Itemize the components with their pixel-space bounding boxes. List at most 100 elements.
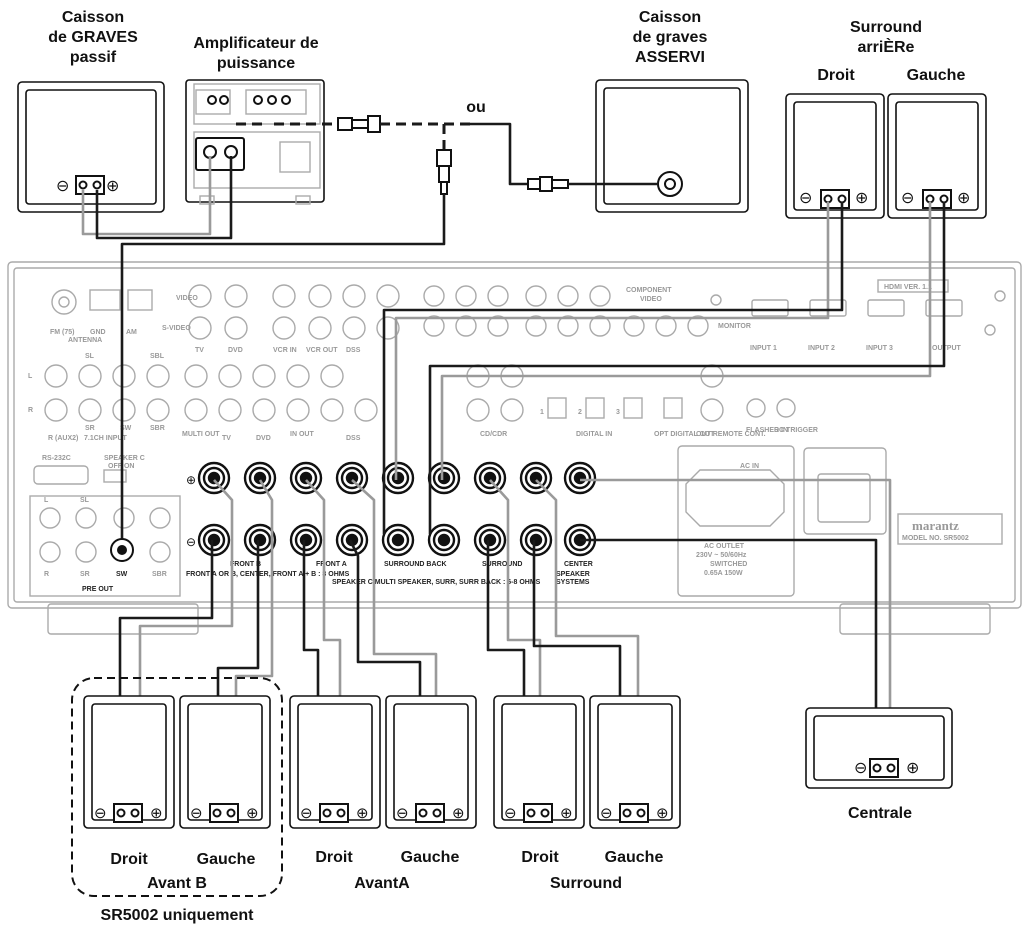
sr5002-only-label: SR5002 uniquement xyxy=(101,907,255,924)
svg-text:SW: SW xyxy=(120,425,132,432)
svg-text:DSS: DSS xyxy=(346,435,361,442)
svg-text:⊕: ⊕ xyxy=(906,760,919,777)
surround-left-speaker: ⊖⊕ xyxy=(589,695,681,829)
svg-text:SW: SW xyxy=(116,571,128,578)
power-amp-label-2: puissance xyxy=(217,55,295,72)
svg-text:⊕: ⊕ xyxy=(106,178,119,195)
svg-text:⊖: ⊖ xyxy=(504,805,517,822)
or-label: ou xyxy=(466,99,486,116)
svg-text:TV: TV xyxy=(195,347,204,354)
svg-text:⊕: ⊕ xyxy=(560,805,573,822)
front-a-group-label: AvantA xyxy=(354,875,410,892)
surround-right-speaker: ⊖⊕ xyxy=(493,695,585,829)
svg-text:AC IN: AC IN xyxy=(740,463,759,470)
speaker-terminal-post xyxy=(197,461,231,495)
svg-text:⊕: ⊕ xyxy=(150,805,163,822)
speaker-terminal-post xyxy=(519,461,553,495)
svg-text:INPUT 2: INPUT 2 xyxy=(808,345,835,352)
receiver-rear-panel xyxy=(7,261,1022,635)
passive-sub-label-3: passif xyxy=(70,49,117,66)
front-b-group-label: Avant B xyxy=(147,875,207,892)
device-labels: Caisson de GRAVES passif Amplificateur d… xyxy=(48,9,965,924)
svg-text:SWITCHED: SWITCHED xyxy=(710,561,747,568)
svg-text:2: 2 xyxy=(578,409,582,416)
svg-text:SBR: SBR xyxy=(152,571,167,578)
speaker-terminal-post xyxy=(335,461,369,495)
svg-text:7.1CH INPUT: 7.1CH INPUT xyxy=(84,435,128,442)
front-a-left-label: Gauche xyxy=(401,849,460,866)
svg-text:⊖: ⊖ xyxy=(56,178,69,195)
svg-text:DVD: DVD xyxy=(228,347,243,354)
svg-text:⊖: ⊖ xyxy=(190,805,203,822)
svg-text:VCR OUT: VCR OUT xyxy=(306,347,338,354)
svg-text:CD/CDR: CD/CDR xyxy=(480,431,507,438)
surround-back-left-speaker: ⊖ ⊕ xyxy=(887,93,987,219)
svg-text:AC OUTLET: AC OUTLET xyxy=(704,543,745,550)
svg-text:DVD: DVD xyxy=(256,435,271,442)
svg-text:SBL: SBL xyxy=(150,353,165,360)
svg-text:⊕: ⊕ xyxy=(186,473,196,487)
surround-group-label: Surround xyxy=(550,875,622,892)
surround-back-right-label: Droit xyxy=(817,67,855,84)
active-sub-label-3: ASSERVI xyxy=(635,49,705,66)
rca-cables xyxy=(110,115,658,562)
speaker-terminal-post xyxy=(519,523,553,557)
component-jacks xyxy=(423,285,709,337)
svg-text:⊖: ⊖ xyxy=(901,190,914,207)
speaker-terminal-post xyxy=(427,461,461,495)
front-b-right-label: Droit xyxy=(110,851,148,868)
active-subwoofer xyxy=(595,79,749,213)
svg-text:INPUT 3: INPUT 3 xyxy=(866,345,893,352)
svg-text:SURROUND BACK: SURROUND BACK xyxy=(384,561,447,568)
svg-text:⊕: ⊕ xyxy=(957,190,970,207)
svg-text:⊕: ⊕ xyxy=(855,190,868,207)
center-wires xyxy=(580,478,892,766)
svg-text:HDMI VER. 1.1: HDMI VER. 1.1 xyxy=(884,284,932,291)
surround-back-label-2: arriÈRe xyxy=(858,37,915,56)
surround-back-right-speaker: ⊖ ⊕ xyxy=(785,93,885,219)
svg-text:TV: TV xyxy=(222,435,231,442)
svg-text:⊖: ⊖ xyxy=(600,805,613,822)
svg-text:VIDEO: VIDEO xyxy=(640,296,662,303)
svg-text:OPT DIGITAL OUT: OPT DIGITAL OUT xyxy=(654,431,715,438)
svg-text:PRE OUT: PRE OUT xyxy=(82,586,114,593)
front-b-right-speaker: ⊖⊕ xyxy=(83,695,175,829)
front-b-group xyxy=(71,677,283,897)
speaker-terminal-post xyxy=(335,523,369,557)
svg-text:1: 1 xyxy=(540,409,544,416)
surround-right-label: Droit xyxy=(521,849,559,866)
surround-back-left-label: Gauche xyxy=(907,67,966,84)
power-amp-label-1: Amplificateur de xyxy=(193,35,318,52)
svg-text:L: L xyxy=(28,373,33,380)
svg-text:AM: AM xyxy=(126,329,137,336)
ac-inlet xyxy=(803,447,887,535)
svg-text:⊕: ⊕ xyxy=(452,805,465,822)
svg-text:ANTENNA: ANTENNA xyxy=(68,337,102,344)
svg-text:SYSTEMS: SYSTEMS xyxy=(556,579,590,586)
front-a-left-speaker: ⊖⊕ xyxy=(385,695,477,829)
svg-text:0.65A 150W: 0.65A 150W xyxy=(704,570,743,577)
svg-text:SURROUND: SURROUND xyxy=(482,561,522,568)
front-b-left-speaker: ⊖⊕ xyxy=(179,695,271,829)
front-b-left-label: Gauche xyxy=(197,851,256,868)
svg-text:VCR IN: VCR IN xyxy=(273,347,297,354)
front-a-right-label: Droit xyxy=(315,849,353,866)
svg-text:FM (75): FM (75) xyxy=(50,329,75,336)
svg-text:R (AUX2): R (AUX2) xyxy=(48,435,78,442)
svg-text:OUTPUT: OUTPUT xyxy=(932,345,962,352)
svg-text:MULTI OUT: MULTI OUT xyxy=(182,431,220,438)
svg-text:3: 3 xyxy=(616,409,620,416)
speaker-terminal-post xyxy=(427,523,461,557)
svg-text:⊖: ⊖ xyxy=(396,805,409,822)
svg-text:IN OUT: IN OUT xyxy=(290,431,314,438)
power-amplifier xyxy=(185,79,325,205)
speaker-terminal-post xyxy=(243,461,277,495)
svg-text:GND: GND xyxy=(90,329,106,336)
svg-text:⊖: ⊖ xyxy=(799,190,812,207)
svg-text:SL: SL xyxy=(80,497,90,504)
active-sub-label-2: de graves xyxy=(633,29,708,46)
svg-text:R: R xyxy=(28,407,33,414)
speaker-terminal-post xyxy=(289,461,323,495)
svg-text:SR: SR xyxy=(80,571,90,578)
